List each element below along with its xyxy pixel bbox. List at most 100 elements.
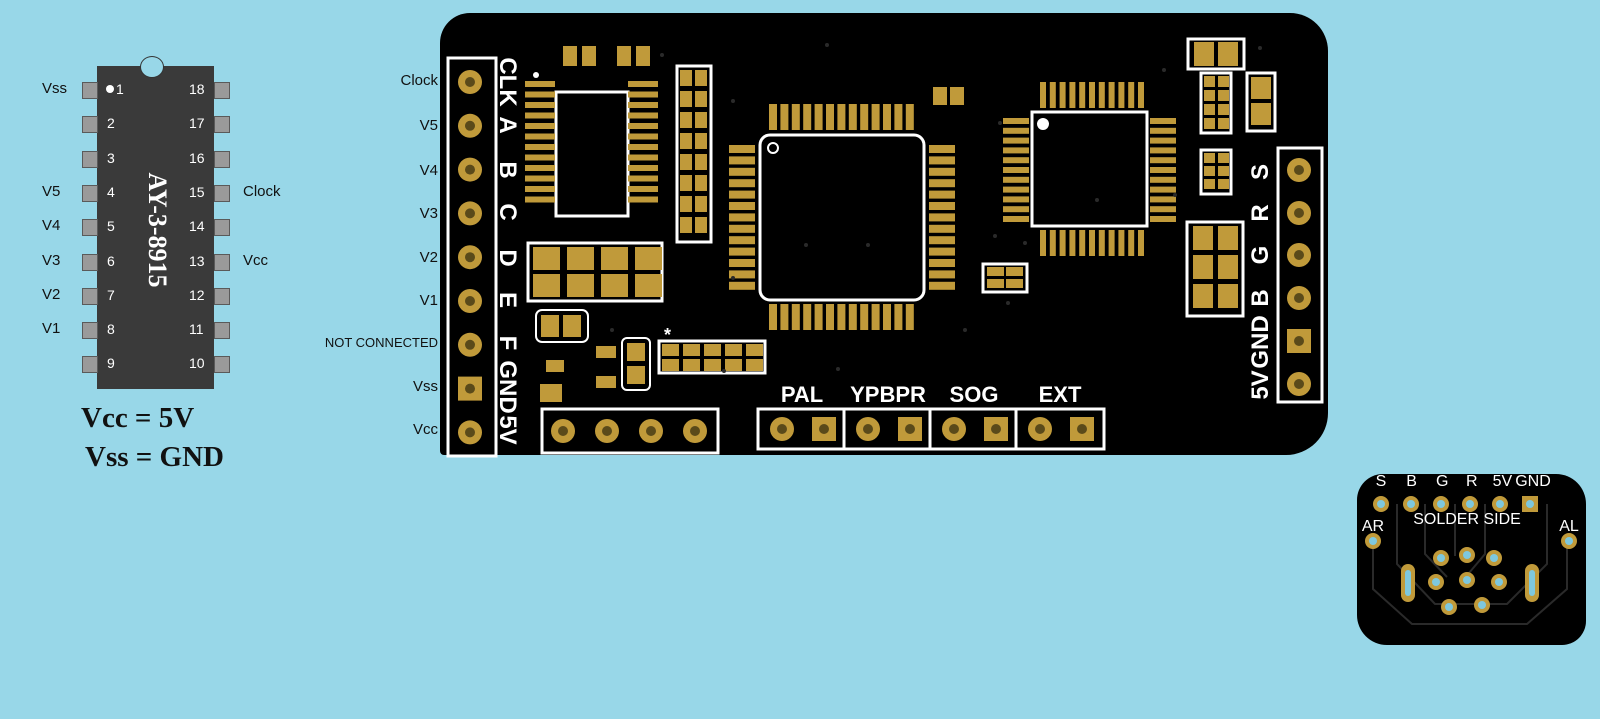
smd-pad: [628, 112, 658, 119]
smd-pad: [1003, 176, 1029, 183]
smd-pad: [1251, 103, 1271, 125]
smd-pad: [680, 154, 692, 170]
smd-pad: [617, 46, 631, 66]
smd-pad: [1003, 157, 1029, 164]
chip-body: AY-3-8915: [97, 56, 214, 389]
smd-column-outline: [1199, 148, 1233, 196]
pad-grid-outline: [1185, 220, 1245, 318]
smd-pad: [1204, 104, 1215, 115]
pin-number: 17: [189, 115, 205, 132]
smd-pad: [680, 70, 692, 86]
smd-pad: [525, 144, 555, 150]
pad-hole: [1405, 570, 1411, 596]
pin-number: 18: [189, 81, 205, 97]
smd-pad: [933, 87, 947, 105]
pad-hole: [465, 296, 475, 306]
smd-pad: [1128, 230, 1135, 256]
smd-pad: [929, 213, 955, 222]
smd-pad: [1204, 118, 1215, 129]
smd-pad: [1218, 284, 1238, 308]
pad-hole: [777, 424, 787, 434]
right-silk-label: R: [1247, 204, 1274, 221]
smd-pad: [729, 213, 755, 222]
via: [722, 369, 726, 373]
smd-pair-outline: [1245, 71, 1277, 133]
trace: [1372, 541, 1568, 625]
smd-pad: [883, 304, 891, 330]
smd-pad: [525, 175, 555, 182]
solder-top-label: S: [1376, 474, 1387, 490]
smd-pad: [725, 344, 742, 356]
smd-pad: [729, 179, 755, 188]
chip-pin-left-3: [82, 150, 98, 168]
right-silk-label: GND: [1247, 315, 1274, 368]
chip-label-left: V4: [42, 217, 61, 235]
smd-pad: [1193, 226, 1213, 250]
right-silk-label: S: [1247, 164, 1274, 180]
smd-pad: [905, 304, 914, 330]
smd-pad: [596, 346, 616, 358]
smd-pad: [929, 247, 955, 256]
pin1-marker: [1037, 118, 1049, 130]
pin-number: 11: [189, 321, 204, 338]
smd-pad: [596, 376, 616, 388]
smd-pad: [695, 175, 707, 191]
smd-pad: [683, 344, 700, 356]
pad-hole: [1407, 500, 1415, 508]
left-connector-outline: [446, 56, 498, 458]
smd-pad: [1150, 127, 1176, 134]
chip-pin-left-7: [82, 287, 98, 305]
smd-pad: [680, 175, 692, 191]
smd-pad: [1150, 206, 1176, 213]
silk-outline: [535, 309, 589, 343]
left-connector-label: Vcc: [412, 421, 438, 438]
smd-pad: [1128, 82, 1135, 108]
smd-pad: [1003, 206, 1029, 213]
smd-pad: [791, 304, 800, 330]
pad-hole: [1495, 578, 1503, 586]
pin-number: 16: [189, 149, 205, 166]
chip-pin-left-6: [82, 253, 98, 271]
pad-hole: [1565, 537, 1573, 545]
smd-pad: [929, 270, 955, 279]
smd-pad: [628, 133, 658, 140]
chip-pin-right-14: [214, 219, 230, 237]
smd-pad: [1138, 230, 1144, 256]
smd-pad: [525, 123, 555, 129]
pad-hole: [1294, 165, 1304, 175]
pad-hole: [646, 426, 656, 436]
smd-pad: [680, 196, 692, 212]
chip-pin-right-18: [214, 82, 230, 99]
pad-hole: [1529, 570, 1535, 596]
pad-hole: [1463, 551, 1471, 559]
smd-pad: [1138, 82, 1144, 108]
smd-pad: [780, 304, 789, 330]
smd-pad: [1218, 153, 1229, 163]
smd-pad: [1218, 118, 1229, 129]
smd-pad: [567, 247, 594, 270]
chip-pin-left-2: [82, 116, 98, 134]
smd-pad: [1150, 196, 1176, 203]
smd-pad: [1204, 90, 1215, 101]
smd-pad: [628, 196, 658, 203]
chip-pin-left-4: [82, 184, 98, 202]
left-connector-label: V5: [419, 117, 438, 134]
chip-pin-right-16: [214, 150, 230, 168]
smd-pad: [628, 123, 658, 129]
smd-pad: [1049, 230, 1056, 256]
smd-pad: [563, 46, 577, 66]
smd-pad: [837, 104, 846, 130]
solder-top-label: R: [1466, 474, 1478, 490]
smd-pad: [1218, 226, 1238, 250]
smd-pad: [929, 281, 955, 290]
pad-hole: [602, 426, 612, 436]
smd-pad: [695, 133, 707, 149]
smd-pad: [729, 247, 755, 256]
left-silk-label: CLK: [494, 57, 521, 107]
smd-pad: [780, 104, 789, 130]
smd-pad: [662, 359, 679, 371]
left-connector-label: V3: [419, 205, 438, 222]
chip-pin-left-1: [82, 82, 98, 99]
smd-pad: [729, 202, 755, 210]
